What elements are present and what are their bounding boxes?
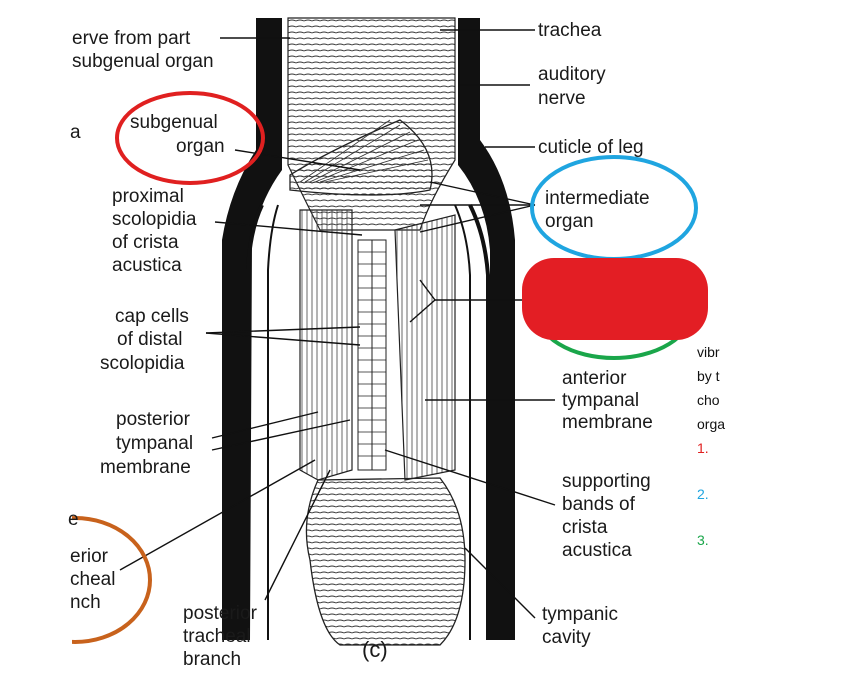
label-intermediate-organ: organ: [545, 211, 594, 232]
label-anterior-tracheal-3: nch: [70, 592, 101, 613]
label-auditory: auditory: [538, 64, 606, 85]
label-fragment-a: a: [70, 122, 81, 143]
side-item-2: 2.: [697, 486, 709, 502]
label-bands-of: bands of: [562, 494, 635, 515]
label-cavity: cavity: [542, 627, 591, 648]
label-posterior-tracheal: posterior: [183, 603, 257, 624]
label-proximal-acustica: acustica: [112, 255, 182, 276]
label-figure-c: (c): [362, 637, 388, 662]
label-proximal-of-crista: of crista: [112, 232, 179, 253]
side-line-4: orga: [697, 416, 726, 432]
label-anterior-tracheal-1: erior: [70, 546, 109, 567]
side-line-3: cho: [697, 392, 720, 408]
cuticle-left: [222, 18, 282, 640]
label-posterior-tracheal-branch: branch: [183, 649, 242, 670]
label-trachea: trachea: [538, 20, 602, 41]
label-anterior-tympanal: anterior: [562, 368, 627, 389]
label-posterior-tympanal: posterior: [116, 409, 190, 430]
label-proximal-scolopidia: scolopidia: [112, 209, 197, 230]
label-nerve-subgenual: subgenual organ: [72, 51, 214, 72]
label-cuticle: cuticle of leg: [538, 137, 644, 158]
side-line-2: by t: [697, 368, 720, 384]
label-posterior-tympanal-2: tympanal: [116, 433, 194, 454]
anterior-tracheal-highlight-circle: [0, 516, 152, 644]
cuticle-right: [458, 18, 515, 640]
label-anterior-tracheal-2: cheal: [70, 569, 116, 590]
label-crista: crista: [562, 517, 608, 538]
label-distal-scolopidia: scolopidia: [100, 353, 185, 374]
left-crop-mask: [0, 0, 72, 693]
label-auditory-nerve: nerve: [538, 88, 586, 109]
leader-lines: [119, 29, 556, 619]
trachea-lower: [305, 477, 466, 646]
label-intermediate: intermediate: [545, 188, 650, 209]
side-item-3: 3.: [697, 532, 709, 548]
label-fragment-e: e: [68, 509, 79, 530]
label-anterior-membrane: membrane: [562, 412, 653, 433]
label-posterior-membrane: membrane: [100, 457, 191, 478]
anterior-column: [394, 214, 456, 481]
posterior-tracheal-column: [299, 209, 353, 481]
label-anterior-tympanal-2: tympanal: [562, 390, 640, 411]
subgenual-highlight-circle: [115, 91, 265, 185]
crista-acustica-cells: [357, 239, 387, 471]
side-notes: vibr by t cho orga 1. 2. 3.: [697, 344, 727, 564]
label-cap-cells: cap cells: [115, 306, 189, 327]
trachea-upper: [287, 17, 456, 231]
side-item-1: 1.: [697, 440, 709, 456]
label-of-distal: of distal: [117, 329, 183, 350]
label-acustica: acustica: [562, 540, 632, 561]
label-nerve-from-part: erve from part: [72, 28, 191, 49]
label-tympanic: tympanic: [542, 604, 619, 625]
label-supporting: supporting: [562, 471, 651, 492]
label-proximal: proximal: [112, 186, 184, 207]
label-subgenual-organ: organ: [176, 136, 225, 157]
label-posterior-tracheal-2: tracheal: [183, 626, 251, 647]
red-redaction-block: [522, 258, 708, 340]
side-line-1: vibr: [697, 344, 720, 360]
label-subgenual: subgenual: [130, 112, 218, 133]
